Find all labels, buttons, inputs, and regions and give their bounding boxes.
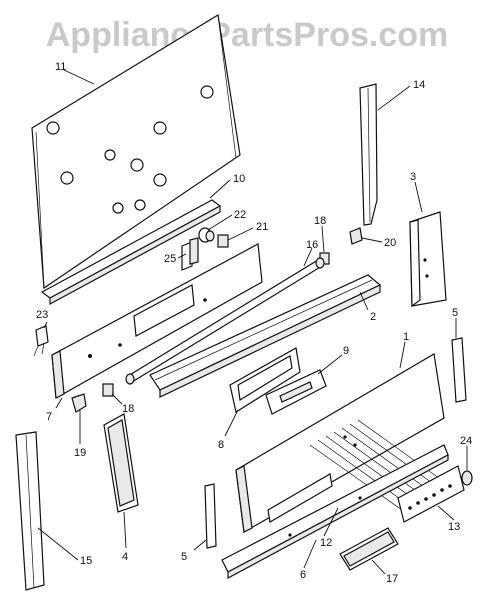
part-14-side-trim bbox=[359, 83, 378, 226]
callout-12: 12 bbox=[320, 537, 332, 549]
part-6-lower-rail bbox=[221, 444, 449, 580]
part-10-bracket-strip bbox=[40, 199, 222, 306]
part-20-clip bbox=[349, 227, 363, 245]
callout-5-upper: 5 bbox=[452, 307, 458, 319]
part-3-side-bracket bbox=[409, 211, 447, 308]
callout-14: 14 bbox=[413, 79, 425, 91]
callout-23: 23 bbox=[36, 309, 48, 321]
part-23-connector bbox=[33, 325, 49, 357]
part-4-grille bbox=[103, 413, 139, 513]
callout-labels: 11 10 14 3 22 21 25 18 20 16 2 23 5 1 9 … bbox=[36, 61, 472, 585]
watermark-text: AppliancePartsPros.com bbox=[46, 16, 448, 54]
part-18-lower-clip bbox=[102, 383, 114, 397]
callout-4: 4 bbox=[122, 551, 128, 563]
callout-6: 6 bbox=[300, 569, 306, 581]
part-19-clip bbox=[71, 393, 87, 413]
part-1-front-panel bbox=[235, 353, 445, 533]
part-22-knob bbox=[198, 227, 215, 243]
callout-8: 8 bbox=[218, 439, 224, 451]
part-11-back-panel bbox=[31, 14, 241, 290]
callout-7: 7 bbox=[46, 411, 52, 423]
callout-21: 21 bbox=[256, 221, 268, 233]
part-2-channel bbox=[149, 274, 382, 398]
part-8-window-frame bbox=[229, 347, 301, 413]
part-5-upper-trim bbox=[451, 337, 467, 403]
part-13-harness bbox=[309, 419, 465, 523]
callout-24: 24 bbox=[460, 435, 472, 447]
callout-18-lower: 18 bbox=[122, 403, 134, 415]
callout-25: 25 bbox=[164, 253, 176, 265]
callout-18-upper: 18 bbox=[314, 215, 326, 227]
part-9-timer bbox=[265, 369, 327, 415]
callout-10: 10 bbox=[233, 173, 245, 185]
callout-2: 2 bbox=[370, 311, 376, 323]
callout-1: 1 bbox=[403, 331, 409, 343]
part-7-control-panel-frame bbox=[51, 243, 263, 399]
callout-22: 22 bbox=[234, 209, 246, 221]
callout-5-lower: 5 bbox=[181, 551, 187, 563]
part-5-lower-trim bbox=[204, 483, 217, 549]
part-25-clip bbox=[181, 237, 199, 271]
callout-13: 13 bbox=[448, 521, 460, 533]
part-24-cap bbox=[461, 470, 473, 486]
part-21-clip bbox=[217, 234, 229, 248]
callout-17: 17 bbox=[386, 573, 398, 585]
callout-20: 20 bbox=[384, 237, 396, 249]
part-17-kick-plate bbox=[339, 527, 399, 571]
part-15-left-trim bbox=[15, 431, 45, 591]
callout-9: 9 bbox=[343, 345, 349, 357]
callout-19: 19 bbox=[74, 447, 86, 459]
callout-15: 15 bbox=[80, 555, 92, 567]
callout-16: 16 bbox=[306, 239, 318, 251]
callout-3: 3 bbox=[410, 171, 416, 183]
leader-lines bbox=[37, 69, 468, 575]
part-16-rod bbox=[125, 257, 325, 385]
callout-11: 11 bbox=[55, 61, 66, 73]
